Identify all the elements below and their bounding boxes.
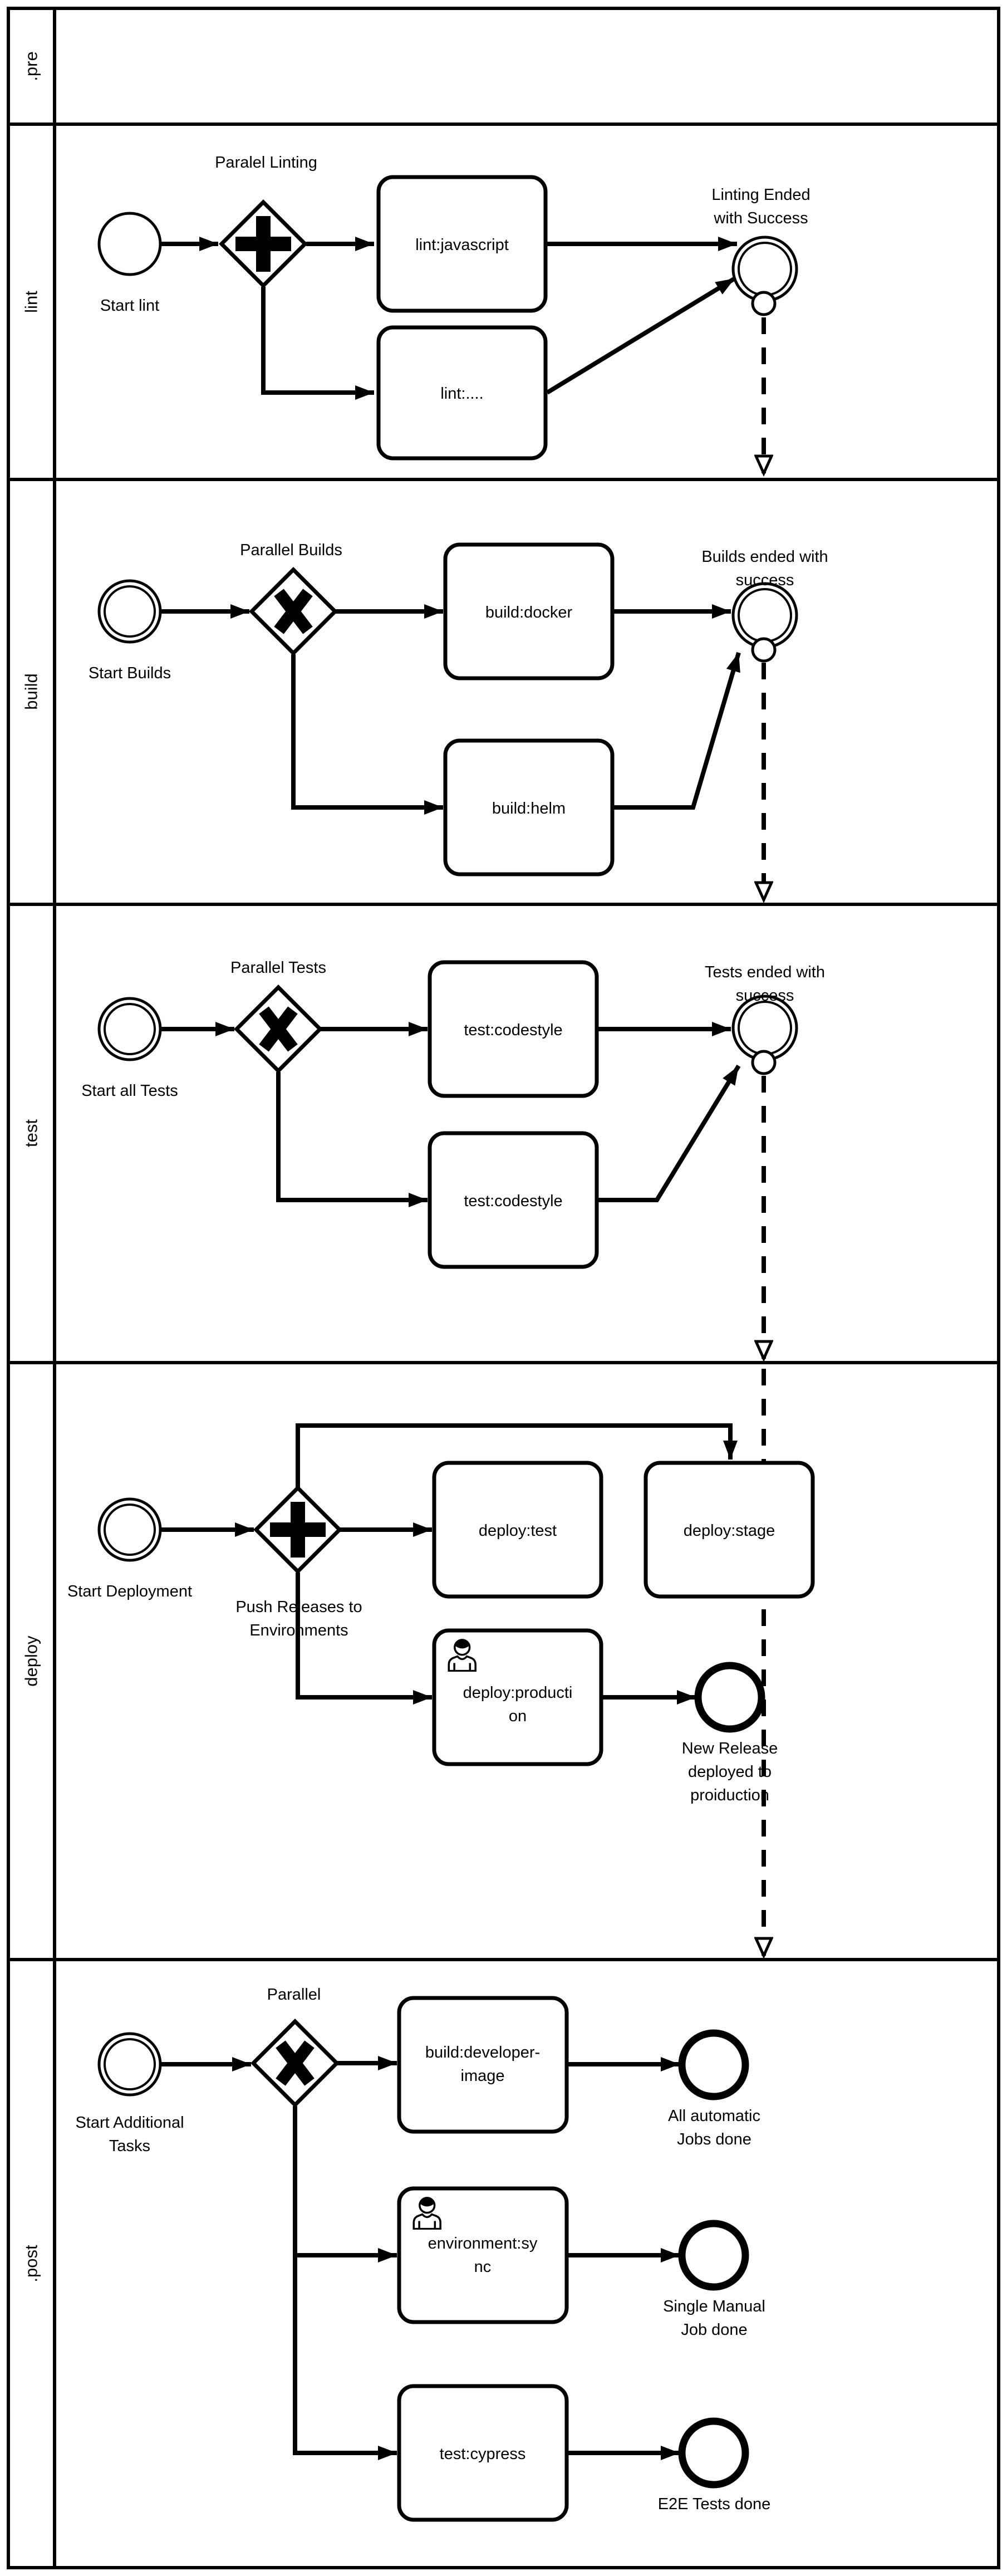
pool-border: [7, 7, 1000, 2569]
lane-title-build: build: [22, 673, 41, 710]
lane-title-deploy: deploy: [22, 1635, 41, 1687]
x-icon: [276, 2040, 315, 2086]
lane-title-post: .post: [22, 2245, 41, 2283]
flow-gateway-to-deploy-stage[interactable]: [296, 1423, 738, 1488]
start-event-deploy-label: Start Deployment: [67, 1583, 192, 1600]
end-event-lint-label-2: with Success: [713, 209, 808, 227]
end-event-deploy-label-1: New Release: [682, 1740, 778, 1757]
end-event-deploy-label-3: proiduction: [690, 1786, 769, 1804]
task-build-docker-label: build:docker: [485, 604, 573, 621]
task-build-helm[interactable]: [443, 738, 615, 876]
end-event-test[interactable]: [731, 995, 798, 1075]
start-event-deploy[interactable]: [97, 1497, 162, 1562]
lane-test: Start all Tests Parallel Tests test:code…: [81, 959, 825, 1359]
flow-gateway-to-test2[interactable]: [276, 1072, 428, 1207]
end-event-build-label-1: Builds ended with: [701, 548, 828, 566]
end-event-single-manual-label-2: Job done: [681, 2321, 747, 2339]
lane-title-pre: .pre: [22, 51, 41, 81]
gateway-deploy-label-1: Push Releases to: [235, 1598, 362, 1616]
task-build-helm-label: build:helm: [492, 800, 566, 817]
task-build-developer-image-label-1: build:developer-: [425, 2044, 540, 2061]
start-event-post-label-1: Start Additional: [75, 2114, 184, 2132]
start-event-post-label-2: Tasks: [109, 2137, 150, 2155]
end-event-build-label-2: success: [736, 571, 794, 589]
task-deploy-test[interactable]: [432, 1461, 603, 1599]
task-environment-sync-label-2: nc: [474, 2258, 492, 2276]
start-event-lint-label: Start lint: [100, 297, 159, 315]
lane-post: Start Additional Tasks Parallel build:de…: [75, 1986, 771, 2522]
lane-lint: Start lint Paralel Linting lint:javascri…: [97, 154, 810, 473]
task-test-cypress-label: test:cypress: [440, 2445, 526, 2463]
start-event-lint[interactable]: [97, 212, 162, 276]
x-icon: [259, 1006, 298, 1052]
end-event-deploy-label-2: deployed to: [688, 1763, 772, 1781]
x-icon: [274, 589, 313, 634]
gateway-deploy-label-2: Environments: [249, 1622, 348, 1639]
end-event-test-label-1: Tests ended with: [705, 963, 825, 981]
end-event-single-manual-label-1: Single Manual: [663, 2298, 765, 2315]
task-deploy-test-label: deploy:test: [479, 1522, 557, 1540]
plus-icon: [235, 216, 291, 272]
flow-gateway-to-test-cypress[interactable]: [293, 2106, 397, 2460]
gateway-post-label: Parallel: [267, 1986, 321, 2004]
start-event-post[interactable]: [97, 2032, 162, 2097]
end-event-lint[interactable]: [731, 236, 798, 316]
task-deploy-stage-label: deploy:stage: [684, 1522, 775, 1540]
flow-lint-other-to-end[interactable]: [546, 276, 736, 395]
lane-title-test: test: [22, 1119, 41, 1147]
task-lint-javascript[interactable]: [376, 175, 548, 313]
end-event-all-automatic[interactable]: [678, 2029, 749, 2100]
gateway-lint-label: Paralel Linting: [215, 154, 317, 172]
gateway-test-label: Parallel Tests: [230, 959, 326, 977]
link-circle-icon: [751, 291, 777, 316]
start-event-test-label: Start all Tests: [81, 1082, 178, 1100]
start-event-build[interactable]: [97, 579, 162, 644]
start-event-test[interactable]: [97, 997, 162, 1061]
end-event-all-automatic-label-2: Jobs done: [677, 2131, 751, 2148]
task-lint-javascript-label: lint:javascript: [415, 236, 509, 254]
lane-deploy: Start Deployment Push Releases to Enviro…: [67, 1369, 815, 1956]
plus-icon: [270, 1502, 326, 1558]
end-event-single-manual[interactable]: [678, 2220, 749, 2291]
end-event-build[interactable]: [731, 582, 798, 663]
link-circle-icon: [751, 637, 777, 663]
task-build-developer-image[interactable]: [397, 1996, 569, 2134]
task-deploy-production-label-1: deploy:producti: [463, 1684, 573, 1702]
end-event-all-automatic-label-1: All automatic: [668, 2107, 760, 2125]
end-event-e2e-tests-label: E2E Tests done: [658, 2495, 771, 2513]
task-deploy-production-label-2: on: [509, 1707, 527, 1725]
gateway-build-label: Parallel Builds: [240, 541, 342, 559]
task-test-codestyle-1[interactable]: [428, 960, 599, 1098]
end-event-test-label-2: success: [736, 987, 794, 1005]
flow-gateway-to-build-helm[interactable]: [291, 654, 443, 815]
flow-test2-to-end[interactable]: [597, 1064, 741, 1202]
end-event-e2e-tests[interactable]: [678, 2417, 749, 2489]
end-event-deploy[interactable]: [694, 1662, 765, 1733]
start-event-build-label: Start Builds: [89, 664, 171, 682]
pool: .pre lint build test deploy .post: [7, 7, 1000, 2569]
task-test-codestyle-1-label: test:codestyle: [464, 1021, 562, 1039]
end-event-lint-label-1: Linting Ended: [711, 186, 810, 204]
task-build-docker[interactable]: [443, 542, 615, 680]
flow-build-helm-to-end[interactable]: [612, 652, 741, 810]
task-test-codestyle-2[interactable]: [428, 1131, 599, 1269]
task-lint-other-label: lint:....: [440, 385, 483, 403]
task-lint-other[interactable]: [376, 325, 548, 461]
task-environment-sync-label-1: environment:sy: [428, 2235, 538, 2252]
task-test-cypress[interactable]: [397, 2384, 569, 2522]
task-test-codestyle-2-label: test:codestyle: [464, 1192, 562, 1210]
task-build-developer-image-label-2: image: [461, 2067, 505, 2085]
task-deploy-stage[interactable]: [644, 1461, 815, 1599]
link-circle-icon: [751, 1050, 777, 1075]
lane-build: Start Builds Parallel Builds build:docke…: [89, 541, 828, 900]
lane-title-lint: lint: [22, 291, 41, 313]
flow-gateway-to-lint-other[interactable]: [261, 287, 374, 400]
flow-gateway-to-deploy-production[interactable]: [296, 1573, 432, 1705]
